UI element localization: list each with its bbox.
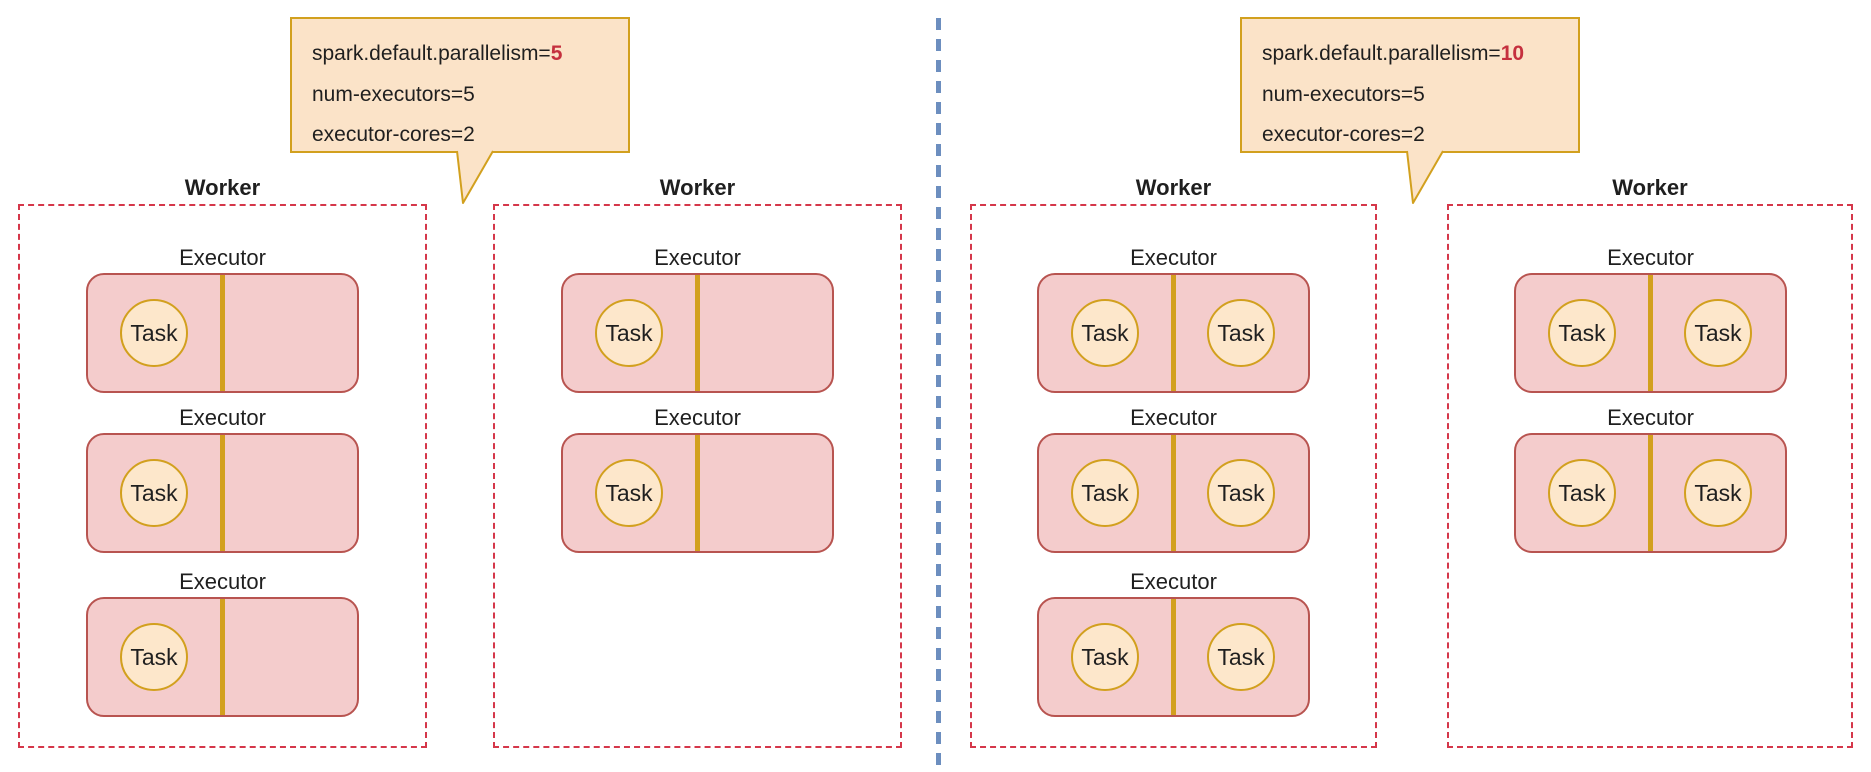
executor-label: Executor [179, 569, 266, 594]
task-circle: Task [120, 459, 188, 527]
task-circle: Task [1207, 459, 1275, 527]
task-circle: Task [1071, 623, 1139, 691]
executor-box: Task [86, 433, 359, 553]
task-circle: Task [1207, 623, 1275, 691]
executor-label: Executor [1130, 569, 1217, 594]
task-circle: Task [595, 459, 663, 527]
task-circle: Task [1071, 299, 1139, 367]
config-line: spark.default.parallelism=10 [1262, 34, 1568, 75]
executor-core-divider [220, 599, 225, 715]
executor-box: Task Task [1037, 597, 1310, 717]
executor-label: Executor [654, 245, 741, 270]
config-line: executor-cores=2 [1262, 123, 1425, 146]
executor-core-divider [1648, 435, 1653, 551]
task-circle: Task [1548, 299, 1616, 367]
task-label: Task [1081, 319, 1129, 346]
executor-core-divider [695, 435, 700, 551]
executor-label: Executor [1607, 405, 1694, 430]
worker-box [1447, 204, 1853, 748]
executor-label: Executor [1130, 405, 1217, 430]
task-label: Task [605, 319, 653, 346]
task-circle: Task [1071, 459, 1139, 527]
task-circle: Task [1684, 299, 1752, 367]
executor-box: Task [86, 273, 359, 393]
executor-box: Task [561, 433, 834, 553]
callout-pointer-tail [456, 150, 494, 204]
executor-label: Executor [179, 405, 266, 430]
task-label: Task [130, 319, 178, 346]
task-circle: Task [595, 299, 663, 367]
task-label: Task [1558, 319, 1606, 346]
worker-label: Worker [1135, 175, 1212, 200]
executor-label: Executor [1130, 245, 1217, 270]
callout-pointer-tail [1406, 150, 1444, 204]
executor-core-divider [1171, 599, 1176, 715]
config-line: num-executors=5 [312, 82, 475, 106]
executor-label: Executor [1607, 245, 1694, 270]
task-label: Task [1081, 643, 1129, 670]
worker-label: Worker [1612, 175, 1688, 200]
task-label: Task [1694, 479, 1742, 506]
executor-core-divider [1171, 275, 1176, 391]
task-label: Task [1694, 319, 1742, 346]
executor-box: Task Task [1037, 433, 1310, 553]
worker-label: Worker [659, 175, 736, 200]
executor-label: Executor [179, 245, 266, 270]
executor-box: Task Task [1514, 273, 1787, 393]
task-label: Task [130, 479, 178, 506]
worker-box [18, 204, 427, 748]
config-line: spark.default.parallelism=5 [312, 34, 618, 75]
config-value-highlight: 10 [1500, 42, 1525, 65]
executor-core-divider [695, 275, 700, 391]
task-label: Task [1217, 643, 1265, 670]
executor-core-divider [1648, 275, 1653, 391]
config-key: spark.default.parallelism= [1262, 42, 1501, 65]
task-circle: Task [1548, 459, 1616, 527]
task-label: Task [605, 479, 653, 506]
executor-label: Executor [654, 405, 741, 430]
task-label: Task [1081, 479, 1129, 506]
task-circle: Task [120, 623, 188, 691]
task-circle: Task [1684, 459, 1752, 527]
task-circle: Task [120, 299, 188, 367]
worker-box [493, 204, 902, 748]
executor-box: Task [561, 273, 834, 393]
executor-core-divider [220, 275, 225, 391]
config-callout: spark.default.parallelism=5 num-executors… [290, 17, 630, 153]
executor-box: Task Task [1514, 433, 1787, 553]
executor-box: Task Task [1037, 273, 1310, 393]
task-label: Task [1217, 319, 1265, 346]
config-line: executor-cores=2 [312, 123, 475, 146]
panels-divider-dashed-line [936, 18, 941, 772]
config-value-highlight: 5 [550, 42, 563, 65]
task-label: Task [1558, 479, 1606, 506]
executor-core-divider [1171, 435, 1176, 551]
task-label: Task [130, 643, 178, 670]
task-circle: Task [1207, 299, 1275, 367]
executor-box: Task [86, 597, 359, 717]
task-label: Task [1217, 479, 1265, 506]
worker-box [970, 204, 1377, 748]
config-key: spark.default.parallelism= [312, 42, 551, 65]
config-callout: spark.default.parallelism=10 num-executor… [1240, 17, 1580, 153]
config-line: num-executors=5 [1262, 82, 1425, 106]
executor-core-divider [220, 435, 225, 551]
worker-label: Worker [184, 175, 261, 200]
